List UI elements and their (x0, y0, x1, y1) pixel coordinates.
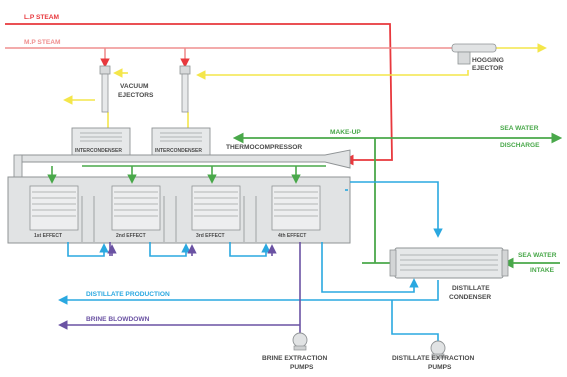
sea-water-discharge-label-2: DISCHARGE (500, 142, 540, 149)
brine-extraction-pump (292, 332, 308, 351)
effect-3-label: 3rd EFFECT (196, 233, 225, 239)
distillate-extraction-pump (430, 340, 446, 359)
vacuum-ejectors-label-2: EJECTORS (118, 92, 154, 99)
distillate-extraction-pumps-label: DISTILLATE EXTRACTION (392, 355, 475, 362)
hogging-ejector-label: HOGGING (472, 57, 504, 64)
distillate-condenser-label-2: CONDENSER (449, 294, 491, 301)
effect-3-tubes (191, 185, 257, 242)
effect-4-tubes (271, 185, 321, 231)
thermocompressor-label: THERMOCOMPRESSOR (226, 144, 302, 151)
brine-blowdown-label: BRINE BLOWDOWN (86, 316, 150, 323)
distillate-extraction-pumps-label-2: PUMPS (428, 364, 452, 371)
effect-1-tubes (29, 185, 95, 242)
sea-water-intake-label: SEA WATER (518, 252, 557, 259)
intercondenser-2-label: INTERCONDENSER (155, 148, 202, 154)
make-up-line (232, 132, 563, 264)
brine-extraction-pumps-label-2: PUMPS (290, 364, 314, 371)
brine-extraction-pumps-label: BRINE EXTRACTION (262, 355, 327, 362)
effect-4-label: 4th EFFECT (278, 233, 306, 239)
mp-steam-label: M.P STEAM (24, 39, 61, 46)
sea-water-intake-label-2: INTAKE (530, 267, 555, 274)
effect-1-label: 1st EFFECT (34, 233, 62, 239)
distillate-condenser-label: DISTILLATE (452, 285, 490, 292)
hogging-ejector-label-2: EJECTOR (472, 65, 503, 72)
ejector-vent-lines (63, 43, 547, 128)
distillate-condenser (389, 247, 509, 279)
intercondenser-1-label: INTERCONDENSER (75, 148, 122, 154)
distillate-production-label: DISTILLATE PRODUCTION (86, 291, 170, 298)
mp-steam-line (5, 47, 463, 68)
vacuum-ejector-2 (179, 65, 191, 113)
sea-water-discharge-label: SEA WATER (500, 125, 539, 132)
effect-2-label: 2nd EFFECT (116, 233, 146, 239)
effect-2-tubes (111, 185, 177, 242)
vacuum-ejectors-label: VACUUM (120, 83, 149, 90)
vacuum-ejector-1 (99, 65, 111, 113)
distillate-lines (58, 181, 443, 346)
lp-steam-label: L.P STEAM (24, 14, 60, 21)
lp-steam-line (5, 23, 393, 166)
hogging-ejector (451, 43, 497, 65)
intercondenser-1 (71, 127, 131, 157)
make-up-label: MAKE-UP (330, 129, 361, 136)
effect-feed-arrows (47, 165, 326, 184)
